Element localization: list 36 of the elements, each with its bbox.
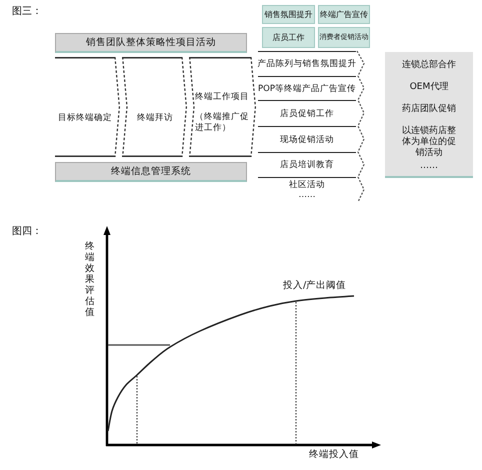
panel-item: 以连锁药店整体为单位的促销活动	[401, 126, 457, 159]
panel-item: OEM代理	[410, 82, 448, 93]
tab-cell	[318, 5, 370, 24]
cell-text: 销售氛围提升	[264, 9, 312, 20]
banner	[55, 162, 247, 182]
row-text: 店员培训教育	[280, 160, 334, 170]
panel-item: 药店团队促销	[402, 104, 456, 115]
row-text: POP等终端产品广告宣传	[258, 84, 356, 94]
axis-label: 终端投入值	[309, 450, 359, 461]
curve-label: 投入/产出阈值	[283, 281, 346, 292]
banner-text: 终端信息管理系统	[111, 166, 191, 177]
chevron-step	[189, 57, 256, 157]
chevron-step	[122, 57, 187, 157]
row-text: 社区活动	[289, 180, 325, 190]
step-text: 终端拜访	[137, 112, 173, 124]
row-text: 现场促销活动	[280, 134, 334, 144]
banner-text: 销售团队整体策略性项目活动	[86, 37, 216, 48]
step-note: （终端推广促进工作）	[195, 112, 249, 134]
ellipsis: ……	[420, 161, 438, 172]
cell-text: 店员工作	[272, 32, 304, 43]
panel-item: 连锁总部合作	[402, 60, 456, 71]
tab-cell	[262, 27, 315, 48]
step-text: 目标终端确定	[58, 112, 112, 124]
figure-label: 图三：	[12, 6, 42, 18]
step-text: 终端工作项目	[195, 92, 249, 103]
tab-cell	[318, 27, 370, 48]
tab-cell	[262, 5, 315, 24]
row-text: 产品陈列与销售氛围提升	[258, 59, 356, 69]
side-panel	[385, 52, 473, 178]
chevron-step	[55, 57, 120, 157]
cell-text: 终端广告宣传	[320, 9, 368, 20]
banner	[55, 33, 247, 53]
axis-label: 终端效果评估值	[85, 241, 95, 318]
row-text: 店员促销工作	[280, 108, 334, 118]
figure-label: 图四：	[12, 226, 42, 238]
ellipsis: ……	[298, 190, 316, 200]
